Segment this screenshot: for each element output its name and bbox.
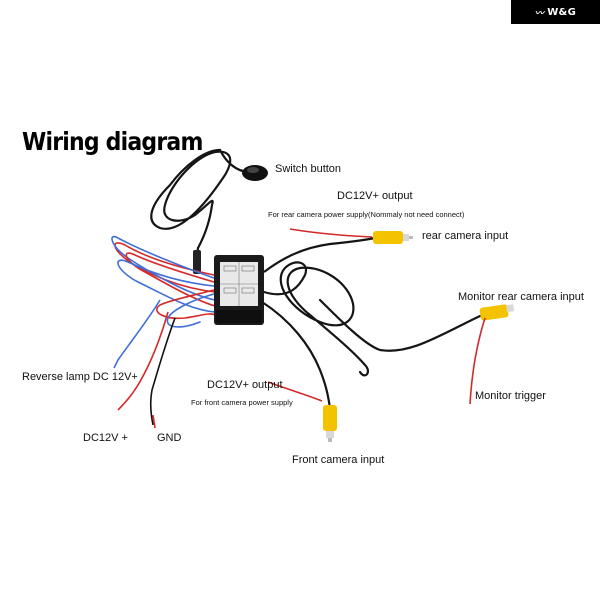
front-camera-cable: [261, 301, 332, 409]
power-wire-bundle: [111, 235, 216, 328]
rear-camera-cable: [263, 236, 376, 273]
front-camera-rca-plug: [323, 405, 337, 442]
monitor-rca-plug: [479, 304, 515, 321]
front-power-wire: [267, 381, 323, 402]
label-dc12v-output-front: DC12V+ output: [207, 379, 283, 391]
switch-button: [242, 165, 268, 181]
brand-logo-icon: 〰: [534, 8, 545, 19]
rear-power-wire: [289, 228, 373, 238]
label-rear-camera-input: rear camera input: [422, 230, 509, 242]
brand-badge: 〰 W&G: [511, 0, 600, 24]
gnd-wire: [149, 317, 176, 426]
label-switch-button: Switch button: [275, 163, 342, 175]
brand-name: W&G: [547, 6, 577, 18]
label-monitor-trigger: Monitor trigger: [475, 390, 546, 402]
monitor-trigger-wire: [469, 317, 486, 405]
label-rear-power-note: For rear camera power supply(Nommaly not…: [268, 210, 465, 219]
label-front-camera-input: Front camera input: [292, 454, 385, 466]
monitor-cable: [262, 261, 482, 377]
dc12v-wire: [117, 311, 169, 411]
diagram-title: Wiring diagram: [22, 128, 203, 157]
label-dc12v-plus: DC12V +: [83, 432, 128, 444]
control-box: [214, 255, 264, 325]
gnd-wire-tip: [152, 414, 156, 429]
reverse-lamp-wire: [113, 299, 161, 369]
switch-inline-connector: [193, 250, 201, 274]
rear-camera-rca-plug: [373, 231, 413, 244]
label-front-power-note: For front camera power supply: [191, 398, 293, 407]
label-reverse-lamp: Reverse lamp DC 12V+: [22, 371, 138, 383]
label-monitor-rear-camera-input: Monitor rear camera input: [458, 291, 584, 303]
label-gnd: GND: [157, 432, 182, 444]
label-dc12v-output-rear: DC12V+ output: [337, 190, 413, 202]
